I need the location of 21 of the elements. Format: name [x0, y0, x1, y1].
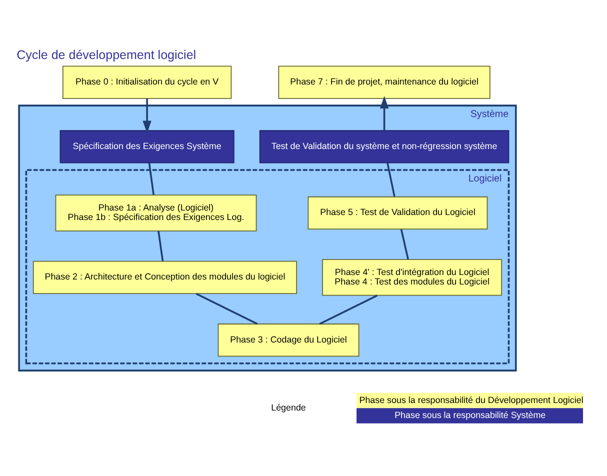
connector [319, 294, 378, 324]
connector [196, 292, 258, 324]
node-box: Test de Validation du système et non-régression système [259, 130, 510, 163]
legend-label: Phase sous la responsabilité du Développement Logiciel [359, 394, 584, 404]
legend-label: Phase sous la responsabilité Système [394, 409, 546, 420]
connector [400, 228, 410, 260]
node-box: Phase 1a : Analyse (Logiciel) Phase 1b : Spécification des Exigences Log. [55, 194, 257, 231]
connector [158, 230, 164, 261]
node-box: Phase 3 : Codage du Logiciel [218, 323, 360, 356]
node-box: Phase 4' : Test d'intégration du Logiciel Phase 4 : Test des modules du Logiciel [322, 258, 502, 296]
node-box: Phase 7 : Fin de projet, maintenance du logiciel [278, 65, 490, 98]
node-box: Phase 0 : Initialisation du cycle en V [62, 65, 232, 98]
connector [148, 162, 155, 194]
arrow [380, 95, 389, 130]
arrow [142, 98, 152, 133]
diagram-title: Cycle de développement logiciel [16, 48, 196, 62]
connector [386, 162, 396, 196]
label: Légende [271, 402, 306, 412]
node-box: Phase 2 : Architecture et Conception des modules du logiciel [32, 260, 297, 294]
node-box: Spécification des Exigences Système [60, 130, 234, 163]
node-box: Phase 5 : Test de Validation du Logiciel [308, 196, 488, 230]
